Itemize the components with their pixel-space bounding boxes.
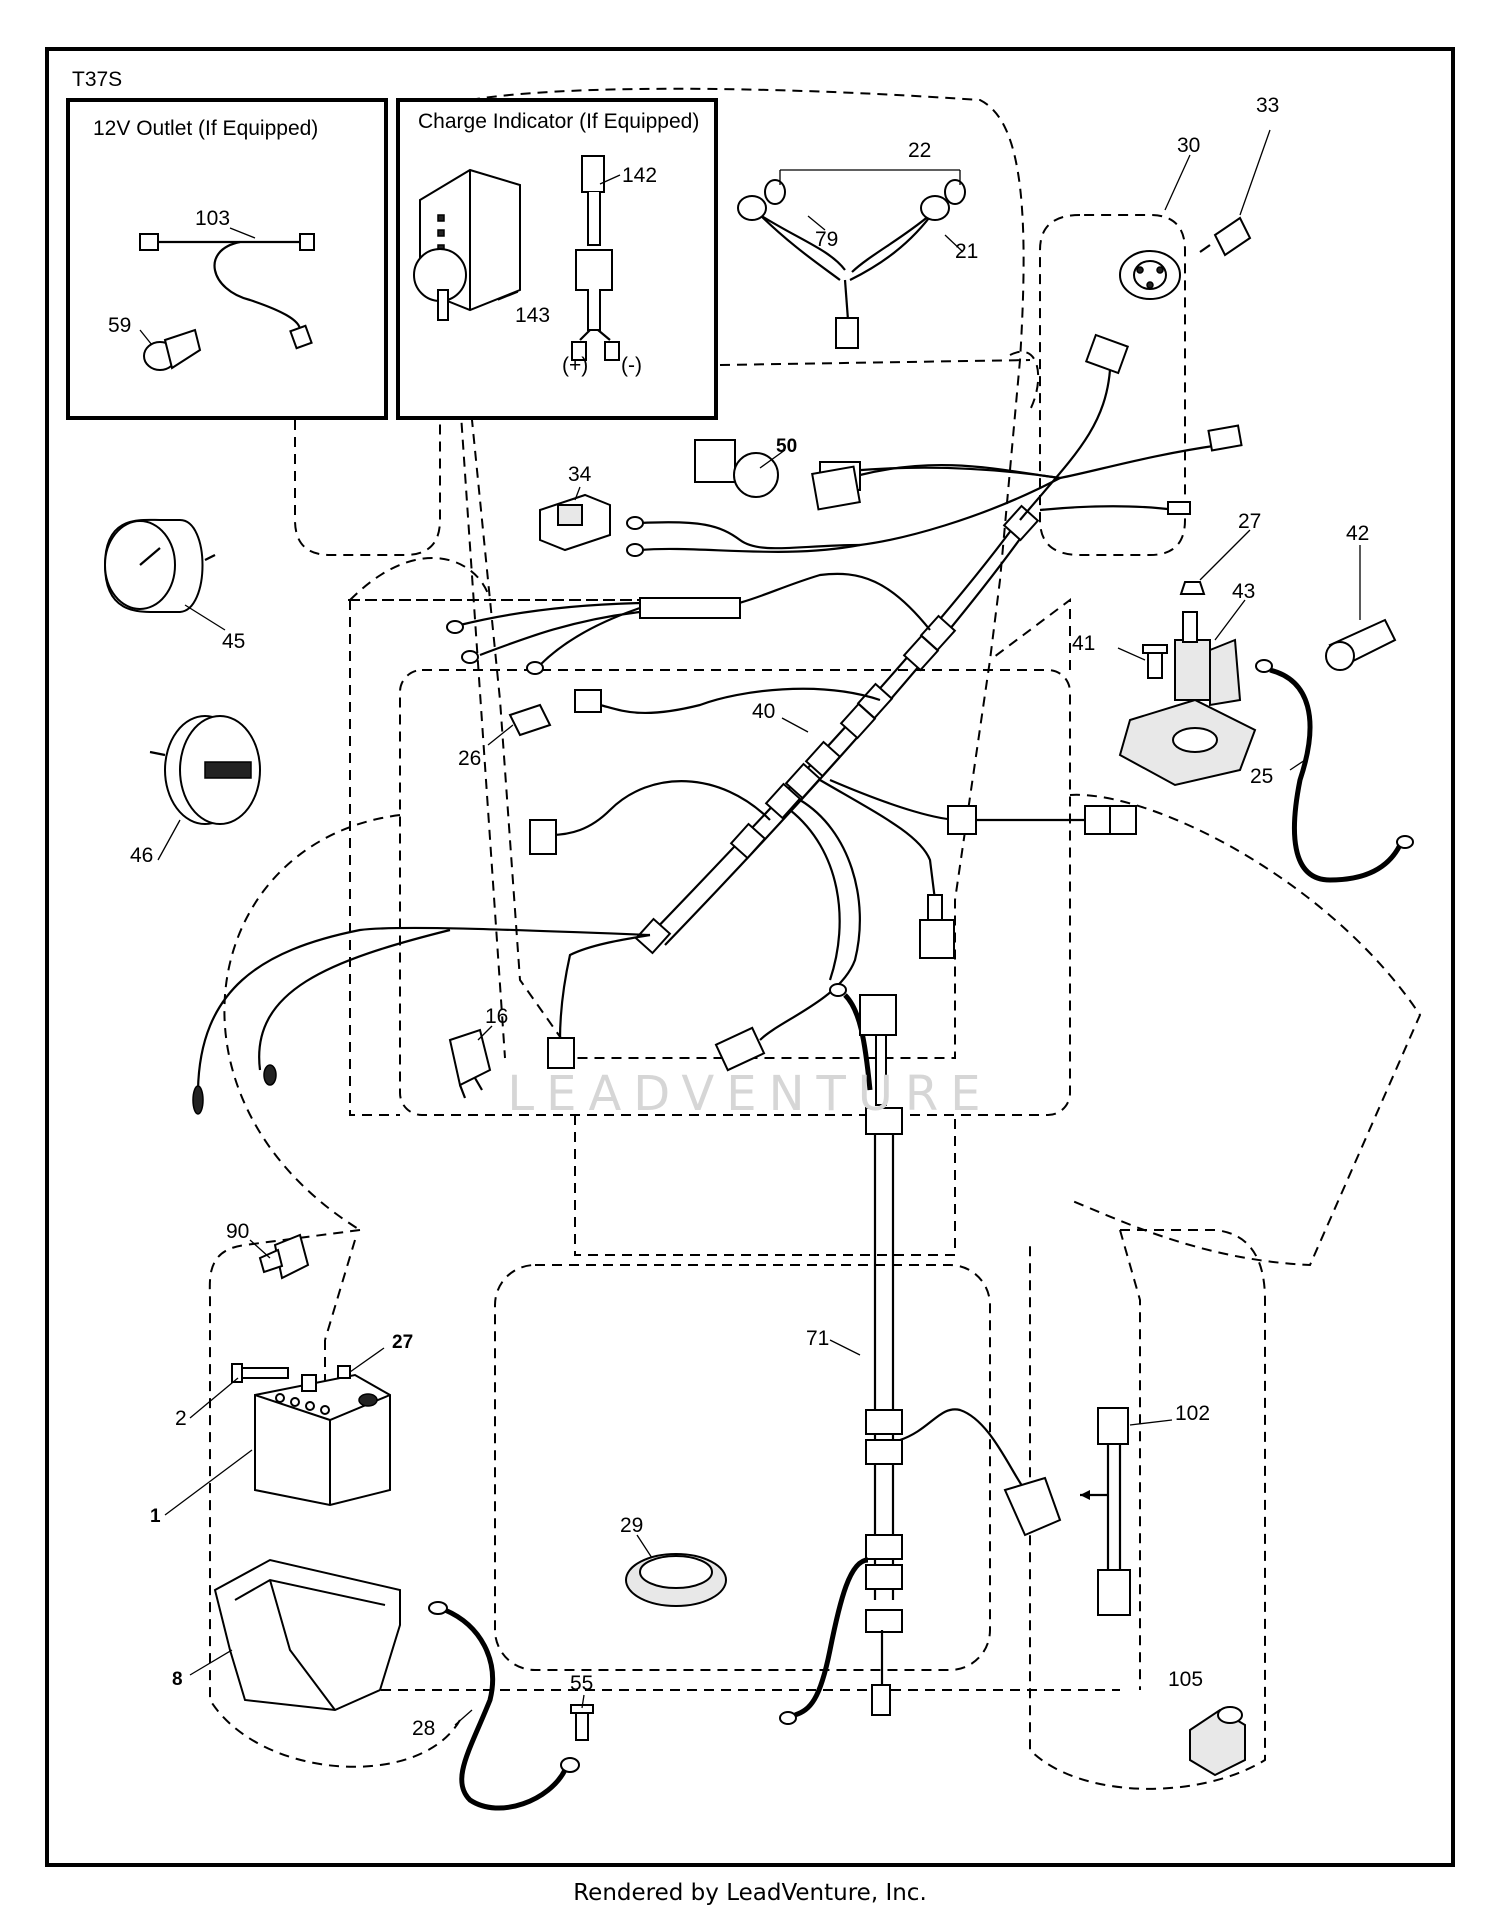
callout-21: 21 xyxy=(955,240,978,263)
bolt-2 xyxy=(231,1363,289,1383)
callout-42: 42 xyxy=(1346,522,1369,545)
inset-12v-outlet xyxy=(66,98,388,420)
fuse-26 xyxy=(508,703,552,737)
callout-46: 46 xyxy=(130,844,153,867)
cable-25 xyxy=(1255,659,1414,883)
outlet-harness-103 xyxy=(139,233,315,350)
callout-59: 59 xyxy=(108,314,131,337)
headlight-harness-79 xyxy=(737,179,966,349)
inset-charge-title: Charge Indicator (If Equipped) xyxy=(418,110,699,133)
callout-28: 28 xyxy=(412,1717,435,1740)
battery-1 xyxy=(254,1373,391,1507)
nut-27b xyxy=(337,1365,351,1379)
callout-50: 50 xyxy=(776,436,797,457)
nut-27 xyxy=(1179,581,1206,595)
callout-16: 16 xyxy=(485,1005,508,1028)
charge-plus-label: (+) xyxy=(562,354,588,377)
part-105 xyxy=(1189,1706,1246,1777)
callout-90: 90 xyxy=(226,1220,249,1243)
seat-switch-16 xyxy=(448,1028,492,1099)
callout-22: 22 xyxy=(908,139,931,162)
chassis-outline xyxy=(208,87,1422,1790)
hour-meter-46 xyxy=(149,715,261,825)
callout-26: 26 xyxy=(458,747,481,770)
pto-switch-50 xyxy=(694,439,779,498)
harness-102 xyxy=(1080,1407,1131,1616)
callout-43: 43 xyxy=(1232,580,1255,603)
callout-8: 8 xyxy=(172,1669,183,1690)
diagram-code: T37S xyxy=(72,68,122,91)
callout-41: 41 xyxy=(1072,632,1095,655)
diagram-frame xyxy=(45,47,1455,1867)
switch-34 xyxy=(539,493,611,552)
battery-tray-8 xyxy=(213,1558,401,1712)
callout-102: 102 xyxy=(1175,1402,1210,1425)
callout-142: 142 xyxy=(622,164,657,187)
leader-lines xyxy=(139,129,1361,1726)
solenoid-43 xyxy=(1118,611,1257,787)
footer-credit: Rendered by LeadVenture, Inc. xyxy=(573,1880,927,1906)
callout-143: 143 xyxy=(515,304,550,327)
inset-outlet-title: 12V Outlet (If Equipped) xyxy=(93,117,318,140)
callout-45: 45 xyxy=(222,630,245,653)
harness-71 xyxy=(779,983,1062,1725)
grommet-29 xyxy=(625,1553,727,1607)
callout-25: 25 xyxy=(1250,765,1273,788)
part-90 xyxy=(258,1233,310,1280)
bolt-41 xyxy=(1142,644,1168,679)
callouts: 103 59 142 143 22 21 79 30 33 34 50 27 4… xyxy=(108,94,1369,1740)
callout-2: 2 xyxy=(175,1407,187,1430)
ignition-switch-30 xyxy=(1119,250,1181,300)
callout-30: 30 xyxy=(1177,134,1200,157)
watermark: LEADVENTURE xyxy=(507,1066,992,1122)
ammeter-45 xyxy=(103,518,216,614)
callout-40: 40 xyxy=(752,700,775,723)
cable-28 xyxy=(428,1601,580,1811)
relay-plate xyxy=(811,465,861,511)
callout-29: 29 xyxy=(620,1514,643,1537)
charge-harness-142 xyxy=(571,155,620,361)
power-outlet-59 xyxy=(143,328,202,371)
charge-indicator-143 xyxy=(413,168,521,321)
callout-27a: 27 xyxy=(1238,510,1261,533)
terminal-cover-42 xyxy=(1325,618,1397,671)
callout-55: 55 xyxy=(570,1672,593,1695)
callout-79: 79 xyxy=(815,228,838,251)
callout-105: 105 xyxy=(1168,1668,1203,1691)
bolt-55 xyxy=(570,1704,594,1741)
ignition-key-33 xyxy=(1199,216,1252,257)
charge-minus-label: (-) xyxy=(621,354,642,377)
callout-1: 1 xyxy=(150,1506,161,1527)
callout-34: 34 xyxy=(568,463,592,486)
callout-27b: 27 xyxy=(392,1332,413,1353)
callout-103: 103 xyxy=(195,207,230,230)
callout-71: 71 xyxy=(806,1327,829,1350)
callout-33: 33 xyxy=(1256,94,1279,117)
